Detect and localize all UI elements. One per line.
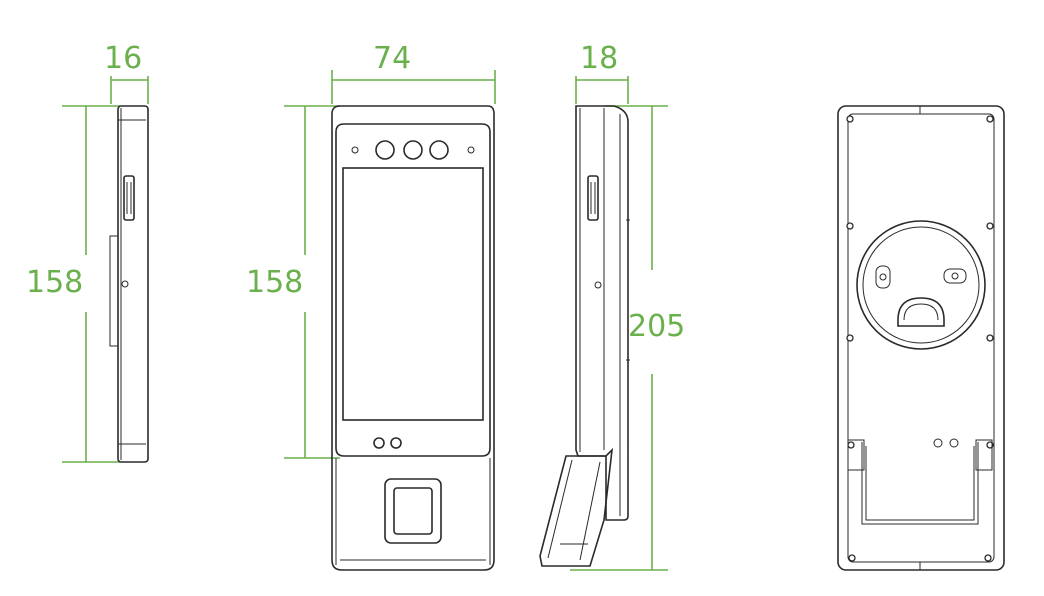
left-side-dimension-lines xyxy=(62,76,149,463)
indicator-light-icon xyxy=(390,437,402,449)
sensor-right-icon xyxy=(467,146,475,154)
left-side-button xyxy=(123,175,135,221)
front-device-body xyxy=(331,105,495,571)
screw-icon xyxy=(846,115,854,123)
front-width-label: 74 xyxy=(373,41,411,76)
camera-icon xyxy=(375,140,395,160)
right-side-depth-label: 18 xyxy=(580,41,618,76)
fingerprint-module-side xyxy=(539,447,614,567)
front-panel xyxy=(335,123,491,457)
front-dimension-lines xyxy=(284,70,496,459)
screw-icon xyxy=(846,222,854,230)
fingerprint-sensor xyxy=(384,478,442,544)
right-side-dimension-lines xyxy=(570,76,668,571)
camera-icon xyxy=(403,140,423,160)
left-side-height-label: 158 xyxy=(26,265,83,300)
camera-icon xyxy=(429,140,449,160)
screw-icon xyxy=(847,441,855,449)
left-side-width-label: 16 xyxy=(104,41,142,76)
mounting-plate xyxy=(856,220,986,350)
screw-icon xyxy=(986,115,994,123)
screw-icon xyxy=(848,554,856,562)
back-device-body xyxy=(837,105,1005,571)
screw-icon xyxy=(986,222,994,230)
front-view: 74 158 xyxy=(246,41,496,571)
back-view xyxy=(837,105,1005,571)
left-side-device-body xyxy=(109,105,149,463)
screw-icon xyxy=(984,554,992,562)
left-side-view: 16 158 xyxy=(26,41,149,463)
right-side-device-body xyxy=(539,105,630,567)
screw-icon xyxy=(986,334,994,342)
screw-icon xyxy=(846,334,854,342)
right-side-total-height-label: 205 xyxy=(628,309,685,344)
touch-screen xyxy=(342,167,484,421)
sensor-left-icon xyxy=(351,146,359,154)
right-side-button xyxy=(587,175,599,221)
indicator-light-icon xyxy=(373,437,385,449)
right-side-view: 18 205 xyxy=(539,41,685,571)
front-height-label: 158 xyxy=(246,265,303,300)
